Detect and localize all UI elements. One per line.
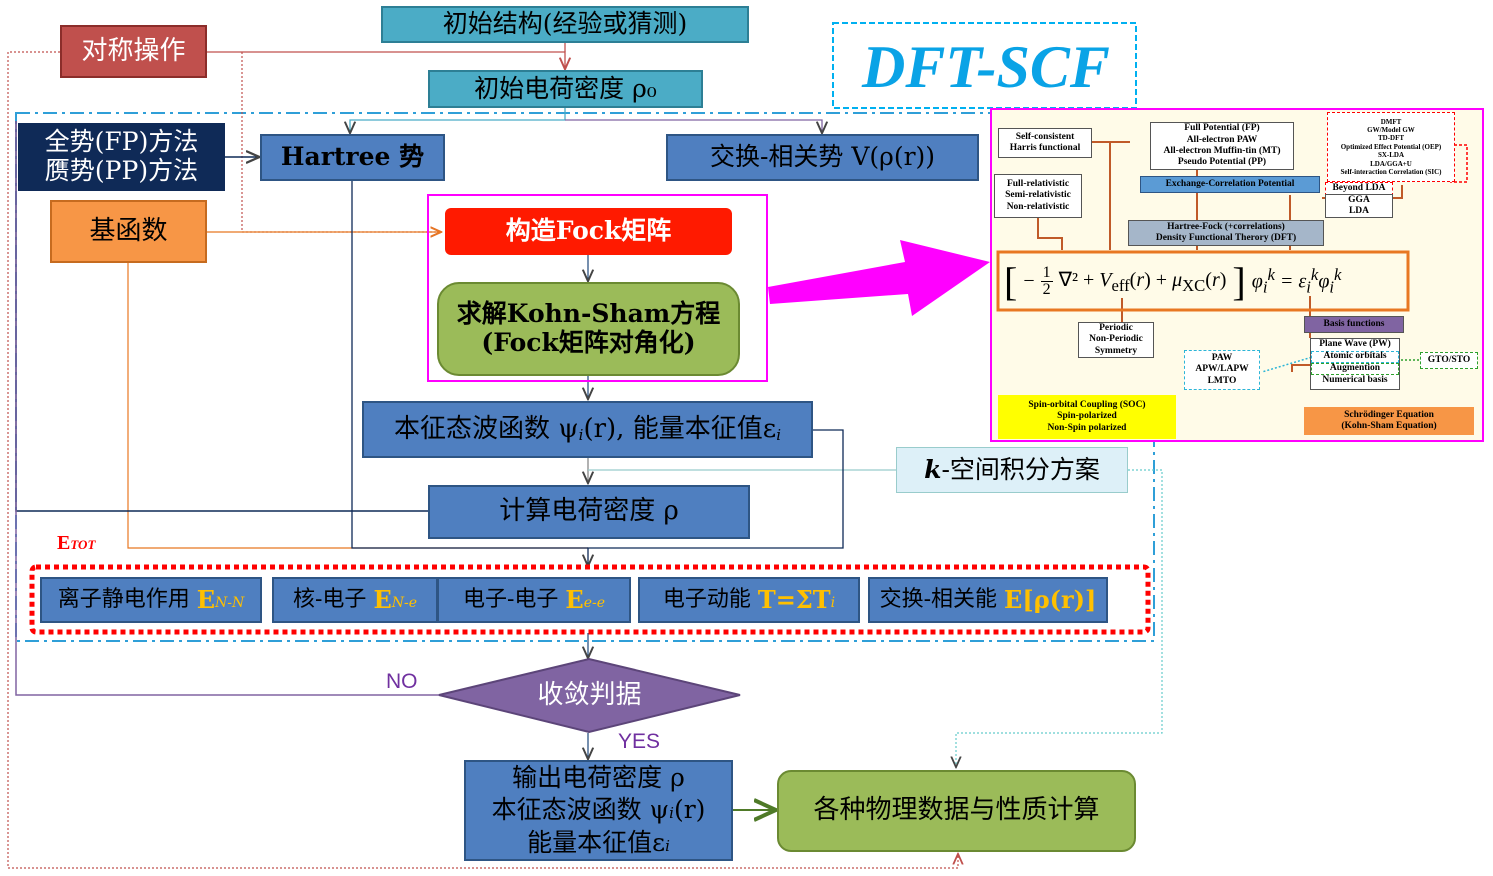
kspace-k: k <box>924 454 942 484</box>
energy-term-symbol: T=ΣT <box>757 585 831 615</box>
eigen-sub-i2: i <box>776 425 781 444</box>
output-line2: 本征态波函数 ψi(r) <box>491 795 706 825</box>
title-dft-scf: DFT-SCF <box>862 34 1110 100</box>
inset-eq-frac-line <box>1040 280 1053 282</box>
energy-term-symbol: E[ρ(r)] <box>1004 585 1097 615</box>
energy-term-label: 电子-电子 <box>462 587 566 613</box>
inset-paw: PAW APW/LAPW LMTO <box>1184 350 1260 390</box>
output-line1: 输出电荷密度 ρ <box>512 762 685 792</box>
fp-label: 全势(FP)方法 <box>44 127 199 157</box>
inset-gto: GTO/STO <box>1420 352 1478 369</box>
inset-xc-label: Exchange-Correlation Potential <box>1140 176 1320 193</box>
inset-schrodinger: Schrödinger Equation (Kohn-Sham Equation… <box>1304 407 1474 435</box>
etot-label: ETOT <box>57 532 95 555</box>
inset-basis-label: Basis functions <box>1304 316 1404 333</box>
energy-term-sub: i <box>830 594 836 611</box>
energy-term-sub: N-N <box>215 594 245 611</box>
initial-structure-box: 初始结构(经验或猜测) <box>381 6 749 43</box>
ks-line2: (Fock矩阵对角化) <box>481 328 696 357</box>
fp-pp-box: 全势(FP)方法 赝势(PP)方法 <box>18 123 225 191</box>
density-box: 计算电荷密度 ρ <box>428 485 750 539</box>
symmetry-box: 对称操作 <box>60 25 207 78</box>
inset-gga-lda: GGA LDA <box>1325 194 1393 218</box>
properties-box: 各种物理数据与性质计算 <box>777 770 1136 852</box>
etot-sub: TOT <box>70 537 96 552</box>
inset-relativistic: Full-relativistic Semi-relativistic Non-… <box>994 174 1082 218</box>
energy-term-symbol: E <box>565 585 584 615</box>
fock-box: 构造Fock矩阵 <box>445 208 732 255</box>
inset-eq-den: 2 <box>1042 280 1051 298</box>
inset-pw: Plane Wave (PW) <box>1319 339 1391 350</box>
kohn-sham-box: 求解Kohn-Sham方程 (Fock矩阵对角化) <box>437 282 740 376</box>
ks-line1: 求解Kohn-Sham方程 <box>456 299 721 329</box>
eigen-sub-i: i <box>578 425 584 444</box>
kspace-rest: -空间积分方案 <box>941 454 1100 484</box>
energy-term-sub: e-e <box>583 594 606 611</box>
inset-eq-num: 1 <box>1042 263 1051 281</box>
inset-soc: Spin-orbital Coupling (SOC) Spin-polariz… <box>998 395 1176 439</box>
output-box: 输出电荷密度 ρ 本征态波函数 ψi(r) 能量本征值εi <box>464 760 733 861</box>
converge-label: 收敛判据 <box>537 680 642 710</box>
inset-panel: Self-consistent Harris functional Full P… <box>990 108 1484 442</box>
kspace-box: k-空间积分方案 <box>896 447 1128 493</box>
eigen-text-mid: (r), 能量本征值ε <box>583 413 777 444</box>
eigen-text-pre: 本征态波函数 ψ <box>394 413 579 444</box>
energy-term-label: 电子动能 <box>662 587 758 613</box>
hartree-box: Hartree 势 <box>260 134 445 181</box>
no-label: NO <box>386 670 418 693</box>
inset-dmft: DMFT GW/Model GW TD-DFT Optimized Effect… <box>1327 112 1455 182</box>
inset-basis-list: Plane Wave (PW) Atomic orbitals Augmenti… <box>1310 338 1400 390</box>
yes-label: YES <box>618 730 661 753</box>
inset-numerical: Numerical basis <box>1322 375 1388 386</box>
energy-term-4: 交换-相关能 E[ρ(r)] <box>868 577 1108 623</box>
converge-diamond-shape <box>438 657 741 734</box>
pp-label: 赝势(PP)方法 <box>44 156 199 185</box>
initial-density-box: 初始电荷密度 ρ₀ <box>428 70 703 108</box>
energy-term-label: 交换-相关能 <box>879 587 1005 613</box>
inset-potential-types: Full Potential (FP) All-electron PAW All… <box>1150 122 1294 170</box>
inset-hf-dft: Hartree-Fock (+correlations) Density Fun… <box>1128 220 1324 246</box>
inset-periodic: Periodic Non-Periodic Symmetry <box>1078 322 1154 358</box>
xc-potential-box: 交换-相关势 V(ρ(r)) <box>666 134 979 181</box>
energy-term-symbol: E <box>196 585 216 615</box>
etot-e: E <box>57 532 71 554</box>
output-line3: 能量本征值εi <box>527 827 670 857</box>
inset-self-consistent: Self-consistent Harris functional <box>998 128 1092 158</box>
energy-term-sub: N-e <box>391 594 417 611</box>
inset-augmention: Augmention <box>1311 363 1399 375</box>
energy-term-label: 核-电子 <box>293 587 374 613</box>
energy-term-label: 离子静电作用 <box>57 587 197 613</box>
basis-box: 基函数 <box>50 200 207 263</box>
inset-atomic: Atomic orbitals <box>1311 351 1399 363</box>
energy-term-symbol: E <box>373 585 392 615</box>
